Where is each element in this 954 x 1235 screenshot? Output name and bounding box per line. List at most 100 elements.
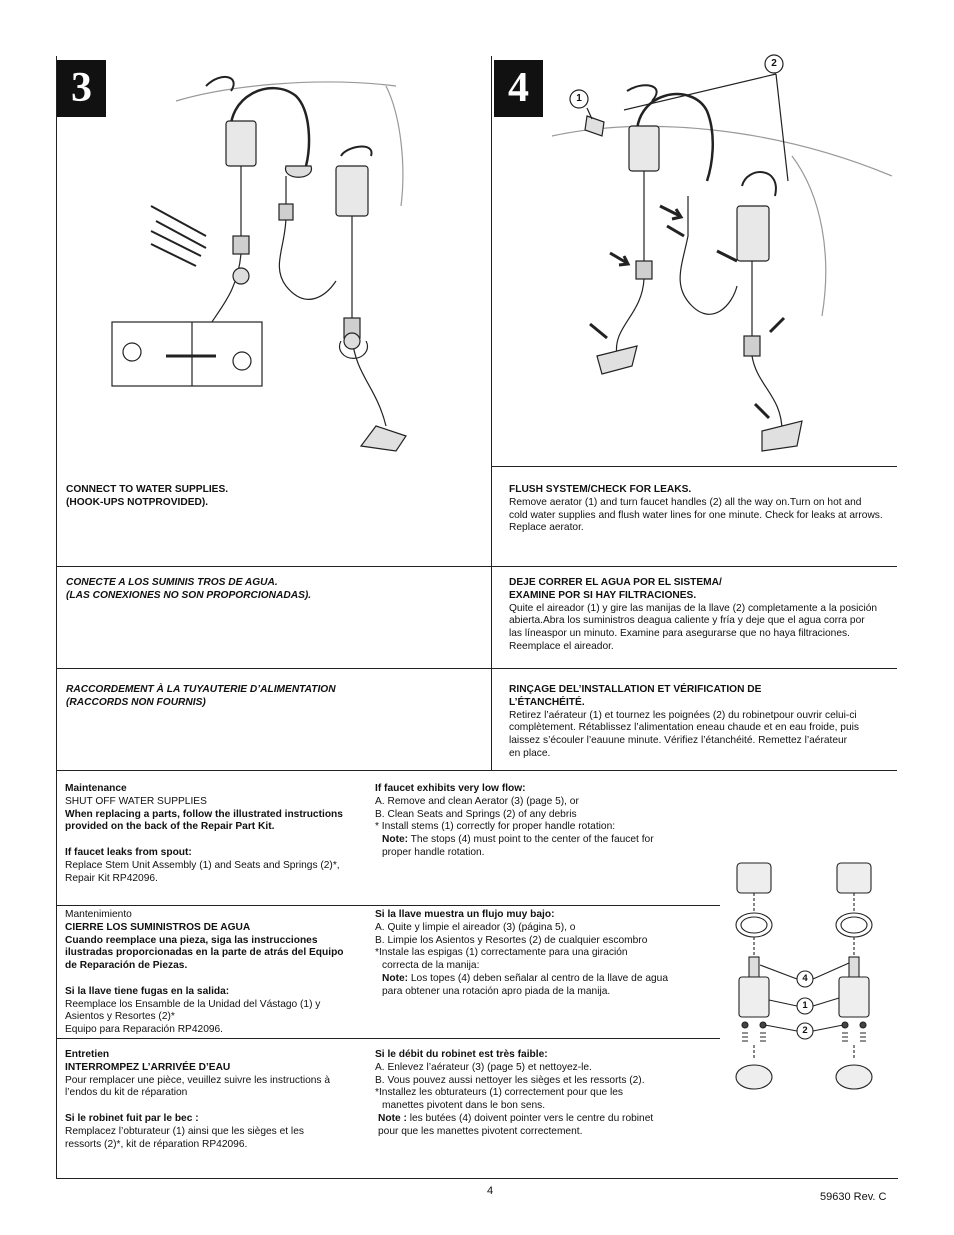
note-line: Note : les butées (4) doivent pointer ve…	[375, 1113, 715, 1126]
step-3-fr-line: RACCORDEMENT À LA TUYAUTERIE D’ALIMENTAT…	[66, 684, 336, 695]
figure-bottom-rule	[491, 466, 897, 467]
note-text: Los topes (4) deben señalar al centro de…	[408, 972, 668, 984]
maintenance-en-right: If faucet exhibits very low flow: A. Rem…	[375, 783, 715, 860]
note-label: Note :	[378, 1112, 407, 1124]
step-3-illustration	[111, 76, 407, 452]
step-4-fr-title: L’ÉTANCHÉITÉ.	[509, 696, 585, 708]
leak-line: Remplacez l’obturateur (1) ainsi que les…	[65, 1125, 304, 1137]
flow-heading: If faucet exhibits very low flow:	[375, 783, 526, 794]
step-4-fr-line: Retirez l’aérateur (1) et tournez les po…	[509, 709, 857, 721]
maintenance-line: l’endos du kit de réparation	[65, 1087, 188, 1099]
leak-line: Reemplace los Ensamble de la Unidad del …	[65, 998, 321, 1010]
step-4-es-line: abierta.Abra los suministros deagua cali…	[509, 615, 865, 627]
maintenance-line: Cuando reemplace una pieza, siga las ins…	[65, 934, 318, 946]
step-4-es-title: EXAMINE POR SI HAY FILTRACIONES.	[509, 589, 697, 601]
step-4-es-title: DEJE CORRER EL AGUA POR EL SISTEMA/	[509, 577, 722, 588]
maintenance-line: de Reparación de Piezas.	[65, 960, 188, 972]
row-rule-es	[56, 668, 897, 669]
leak-heading: Si le robinet fuit par le bec :	[65, 1112, 199, 1124]
step-4-badge: 4	[494, 60, 543, 117]
note-line: proper handle rotation.	[382, 846, 485, 858]
note-line: para obtener una rotación apro piada de …	[382, 985, 611, 997]
parts-callout-2: 2	[802, 1025, 808, 1036]
leak-line: Equipo para Reparación RP42096.	[65, 1024, 224, 1036]
step-4-es: DEJE CORRER EL AGUA POR EL SISTEMA/ EXAM…	[509, 577, 914, 654]
flow-line: B. Clean Seats and Springs (2) of any de…	[375, 808, 577, 820]
leak-heading: If faucet leaks from spout:	[65, 846, 192, 858]
step-4-fr-line: en place.	[509, 747, 551, 759]
step-4-en-line: cold water supplies and flush water line…	[509, 509, 883, 521]
flow-line: *Instale las espigas (1) correctamente p…	[375, 947, 628, 959]
step-4-en-line: Replace aerator.	[509, 522, 584, 534]
flow-line: A. Quite y limpie el aireador (3) (págin…	[375, 921, 576, 933]
flow-line: A. Remove and clean Aerator (3) (page 5)…	[375, 795, 579, 807]
note-text: les butées (4) doivent pointer vers le c…	[406, 1112, 654, 1124]
step-4-en: FLUSH SYSTEM/CHECK FOR LEAKS. Remove aer…	[509, 484, 914, 535]
flow-line: B. Limpie los Asientos y Resortes (2) de…	[375, 934, 648, 946]
flow-heading: Si la llave muestra un flujo muy bajo:	[375, 909, 555, 920]
maintenance-line: SHUT OFF WATER SUPPLIES	[65, 795, 207, 807]
step-3-es-line: (LAS CONEXIONES NO SON PROPORCIONADAS).	[66, 589, 312, 601]
note-line: Note: Los topes (4) deben señalar al cen…	[375, 973, 715, 986]
step-3-en: CONNECT TO WATER SUPPLIES. (HOOK-UPS NOT…	[66, 484, 228, 510]
maintenance-es-right: Si la llave muestra un flujo muy bajo: A…	[375, 909, 715, 999]
step-4-fr-line: complètement. Rétablissez l’alimentation…	[509, 722, 859, 734]
maintenance-line: INTERROMPEZ L’ARRIVÉE D’EAU	[65, 1061, 231, 1073]
leak-line: ressorts (2)*, kit de réparation RP42096…	[65, 1138, 248, 1150]
step-4-en-title: FLUSH SYSTEM/CHECK FOR LEAKS.	[509, 484, 692, 495]
step-3-en-line: (HOOK-UPS NOTPROVIDED).	[66, 496, 209, 508]
maintenance-heading: Mantenimiento	[65, 909, 132, 920]
column-divider	[491, 56, 492, 770]
note-label: Note:	[382, 972, 409, 984]
flow-line: B. Vous pouvez aussi nettoyer les sièges…	[375, 1074, 645, 1086]
flow-line: manettes pivotent dans le bon sens.	[382, 1100, 546, 1112]
note-text: The stops (4) must point to the center o…	[408, 834, 654, 846]
parts-callout-1: 1	[802, 1000, 808, 1011]
flow-line: A. Enlevez l’aérateur (3) (page 5) et ne…	[375, 1061, 592, 1073]
step-3-es-line: CONECTE A LOS SUMINIS TROS DE AGUA.	[66, 577, 278, 588]
maintenance-fr-right: Si le débit du robinet est très faible: …	[375, 1049, 715, 1139]
parts-exploded-diagram	[735, 862, 873, 1090]
maintenance-line: CIERRE LOS SUMINISTROS DE AGUA	[65, 921, 251, 933]
leak-line: Replace Stem Unit Assembly (1) and Seats…	[65, 859, 340, 871]
note-label: Note:	[382, 834, 409, 846]
step-4-fr-line: laissez s’écouler l’eauune minute. Vérif…	[509, 735, 848, 747]
maintenance-en-left: Maintenance SHUT OFF WATER SUPPLIES When…	[65, 783, 365, 885]
flow-line: correcta de la manija:	[382, 960, 480, 972]
maintenance-line: When replacing a parts, follow the illus…	[65, 808, 343, 820]
maintenance-line: Pour remplacer une pièce, veuillez suivr…	[65, 1074, 330, 1086]
step-4-en-line: Remove aerator (1) and turn faucet handl…	[509, 496, 862, 508]
page-number: 4	[487, 1185, 494, 1197]
step-4-es-line: Reemplace el aireador.	[509, 640, 614, 652]
step-3-es: CONECTE A LOS SUMINIS TROS DE AGUA. (LAS…	[66, 577, 311, 603]
step-4-fr: RINÇAGE DEL’INSTALLATION ET VÉRIFICATION…	[509, 684, 889, 761]
leak-line: Asientos y Resortes (2)*	[65, 1011, 175, 1023]
callout-2: 2	[771, 58, 777, 69]
step-4-es-line: las líneaspor un minuto. Examine para as…	[509, 628, 850, 640]
maintenance-heading: Entretien	[65, 1049, 110, 1060]
note-line: pour que les manettes pivotent correctem…	[378, 1125, 583, 1137]
step-3-en-line: CONNECT TO WATER SUPPLIES.	[66, 484, 229, 495]
flow-heading: Si le débit du robinet est très faible:	[375, 1049, 548, 1060]
row-rule-fr	[56, 770, 897, 771]
maint-rule-2	[56, 1038, 720, 1039]
step-4-fr-title: RINÇAGE DEL’INSTALLATION ET VÉRIFICATION…	[509, 684, 762, 695]
callout-1: 1	[576, 93, 582, 104]
maintenance-heading: Maintenance	[65, 783, 127, 794]
document-id: 59630 Rev. C	[820, 1191, 887, 1203]
step-3-fr-line: (RACCORDS NON FOURNIS)	[66, 696, 206, 708]
step-4-illustration	[551, 54, 893, 452]
step-3-fr: RACCORDEMENT À LA TUYAUTERIE D’ALIMENTAT…	[66, 684, 336, 710]
maint-rule-1	[56, 905, 720, 906]
leak-line: Repair Kit RP42096.	[65, 872, 158, 884]
maintenance-line: ilustradas proporcionadas en la parte de…	[65, 947, 344, 959]
row-rule-en	[56, 566, 897, 567]
step-3-badge: 3	[57, 60, 106, 117]
maintenance-fr-left: Entretien INTERROMPEZ L’ARRIVÉE D’EAU Po…	[65, 1049, 370, 1151]
parts-callout-4: 4	[802, 973, 808, 984]
maintenance-line: provided on the back of the Repair Part …	[65, 821, 275, 833]
leak-heading: Si la llave tiene fugas en la salida:	[65, 985, 230, 997]
note-line: Note: The stops (4) must point to the ce…	[375, 834, 715, 847]
flow-line: *Installez les obturateurs (1) correctem…	[375, 1087, 624, 1099]
step-4-es-line: Quite el aireador (1) y gire las manijas…	[509, 602, 878, 614]
